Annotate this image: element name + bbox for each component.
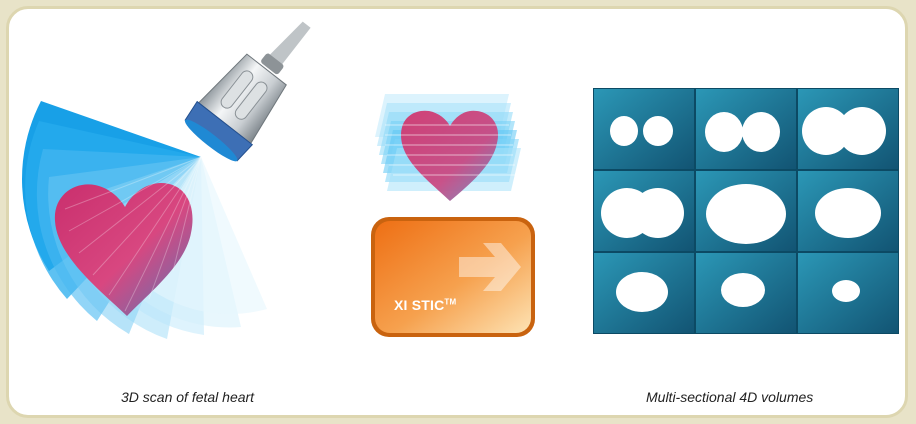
trademark-mark: TM [444, 297, 457, 307]
volume-section-grid [593, 88, 899, 334]
section-tile [696, 253, 796, 333]
figure-frame: XI STICTM 3D scan of fetal heart Multi-s… [6, 6, 908, 418]
caption-4d-volumes: Multi-sectional 4D volumes [646, 389, 814, 405]
scanned-heart-icon [54, 183, 193, 316]
section-tile [594, 253, 694, 333]
xi-stic-button[interactable] [371, 217, 535, 337]
heart-icon [401, 110, 499, 201]
fetal-heart-scan-illustration [22, 21, 311, 339]
section-tile [594, 171, 694, 251]
slice-lines [385, 124, 515, 176]
section-tile [696, 89, 796, 169]
right-arrow-icon [459, 243, 521, 291]
section-tile [798, 171, 898, 251]
volume-stack-illustration [375, 94, 521, 201]
section-tile [798, 253, 898, 333]
ultrasound-probe-icon [184, 21, 311, 162]
xi-stic-label[interactable]: XI STICTM [394, 297, 456, 313]
section-tile [696, 171, 796, 251]
figure-artwork [22, 21, 899, 339]
caption-3d-scan: 3D scan of fetal heart [121, 389, 255, 405]
xi-stic-text: XI STIC [394, 297, 445, 313]
scan-lines [64, 156, 202, 312]
section-tile [798, 89, 898, 169]
section-tile [594, 89, 694, 169]
